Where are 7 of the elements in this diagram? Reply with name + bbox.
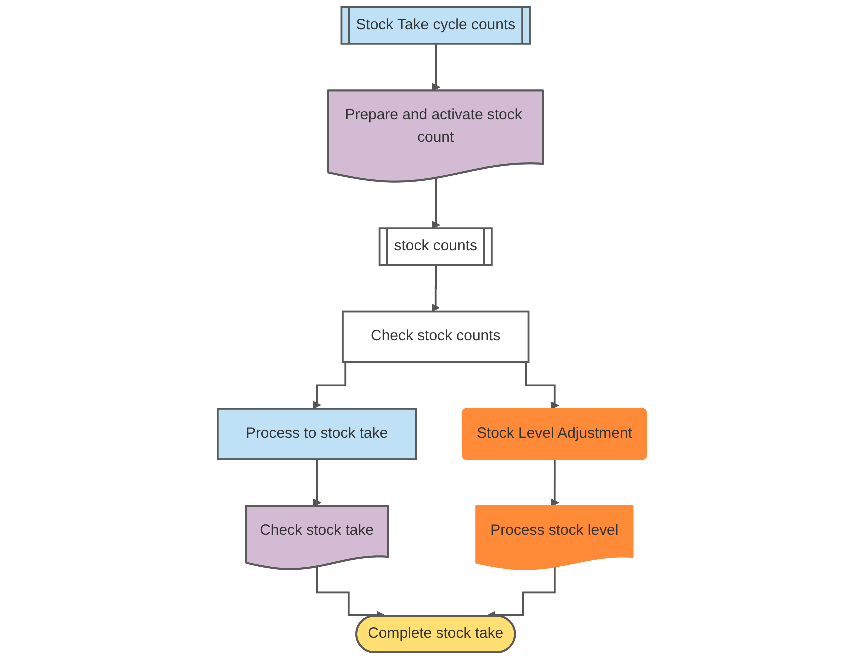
arrow — [314, 458, 322, 508]
arrow — [551, 459, 560, 508]
node-box: Process to stock take — [217, 408, 418, 460]
arrow — [432, 43, 441, 92]
arrow — [432, 178, 441, 230]
node-box: Check stock counts — [342, 310, 530, 364]
arrow — [432, 264, 440, 312]
